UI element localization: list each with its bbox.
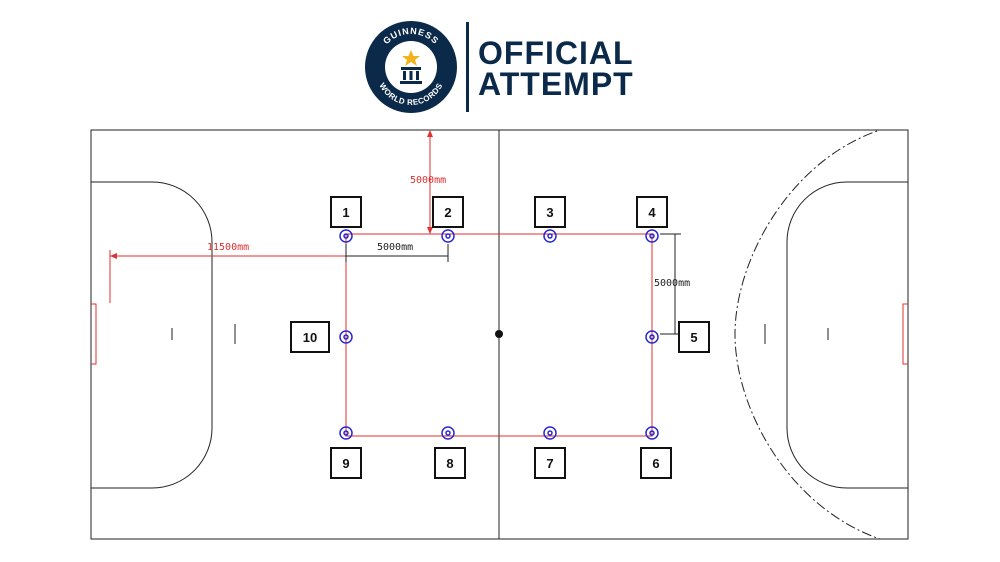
position-label-10: 10 — [290, 321, 330, 353]
marker-7 — [543, 426, 557, 440]
right-goal — [902, 303, 908, 365]
marker-1 — [339, 229, 353, 243]
position-label-7: 7 — [534, 447, 566, 479]
marker-9 — [339, 426, 353, 440]
position-label-9: 9 — [330, 447, 362, 479]
horizontal-spacing-label: 5000mm — [377, 242, 414, 253]
position-label-8: 8 — [434, 447, 466, 479]
header: GUINNESS WORLD RECORDS OFFICIAL ATTEMPT — [0, 0, 1000, 120]
position-label-3: 3 — [534, 196, 566, 228]
position-label-2: 2 — [432, 196, 464, 228]
marker-8 — [441, 426, 455, 440]
marker-4 — [645, 229, 659, 243]
guinness-world-records-logo: GUINNESS WORLD RECORDS — [365, 21, 457, 113]
vertical-spacing-label: 5000mm — [654, 278, 691, 289]
title-attempt: ATTEMPT — [478, 66, 634, 102]
left-offset-label: 11500mm — [207, 242, 250, 253]
position-label-4: 4 — [636, 196, 668, 228]
right-dashed-arc — [734, 129, 908, 540]
marker-6 — [645, 426, 659, 440]
left-goal-area — [91, 181, 213, 489]
position-label-5: 5 — [678, 321, 710, 353]
marker-2 — [441, 229, 455, 243]
right-goal-area — [786, 181, 908, 489]
marker-3 — [543, 229, 557, 243]
position-label-1: 1 — [330, 196, 362, 228]
centre-spot — [495, 330, 503, 338]
left-goal — [91, 303, 97, 365]
top-offset-label: 5000mm — [410, 175, 447, 186]
position-label-6: 6 — [640, 447, 672, 479]
marker-10 — [339, 330, 353, 344]
marker-5 — [645, 330, 659, 344]
logo-divider — [466, 22, 469, 112]
title-official: OFFICIAL — [478, 35, 634, 71]
